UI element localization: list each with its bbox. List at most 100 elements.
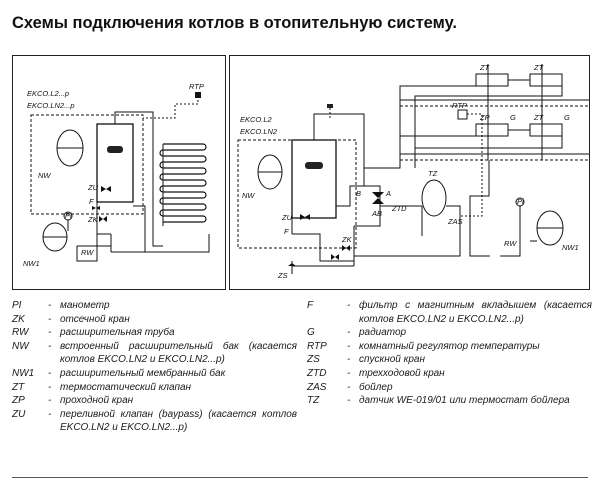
label-ztd: ZTD (391, 204, 407, 213)
filter-icon (92, 206, 100, 210)
legend-code: G (307, 327, 315, 339)
label-model-2: EKCO.LN2 (240, 127, 278, 136)
legend-item: ZK -отсечной кран (12, 313, 297, 327)
label-zk: ZK (87, 215, 99, 224)
legend-item: G -радиатор (307, 326, 592, 340)
diagram-right: EKCO.L2 EKCO.LN2 ZT ZT RTP ZP G ZT G NW … (237, 63, 589, 280)
radiator-coil (159, 143, 207, 223)
legend-description: комнатный регулятор температуры (359, 340, 540, 352)
page-title: Схемы подключения котлов в отопительную … (12, 14, 457, 32)
diagram-right-panel: EKCO.L2 EKCO.LN2 ZT ZT RTP ZP G ZT G NW … (229, 55, 590, 290)
legend-dash: - (48, 395, 52, 407)
legend-dash: - (48, 327, 52, 339)
legend-code: TZ (307, 395, 320, 407)
zs-valve-icon (288, 263, 296, 266)
legend-description: фильтр с магнитным вкладышем (касается к… (359, 300, 592, 325)
three-way-valve-icon (372, 192, 384, 204)
legend-code: RW (12, 327, 29, 339)
legend-dash: - (347, 381, 351, 393)
zk-valve-icon (99, 216, 107, 222)
legend-description: датчик WE-019/01 или термостат бойлера (359, 395, 570, 407)
legend-item: ZAS-бойлер (307, 381, 592, 395)
boiler-body (291, 139, 337, 219)
legend-code: NW (12, 340, 29, 352)
legend-item: ZP -проходной кран (12, 394, 297, 408)
label-rtp: RTP (189, 82, 204, 91)
legend-description: отсечной кран (60, 313, 130, 325)
legend-code: ZS (307, 354, 320, 366)
legend-item: RTP -комнатный регулятор температуры (307, 340, 592, 354)
legend-code: ZT (12, 381, 25, 393)
legend-item: ZT -термостатический клапан (12, 381, 297, 395)
label-zk: ZK (341, 235, 353, 244)
label-model-2: EKCO.LN2...p (27, 101, 75, 110)
label-f: F (284, 227, 289, 236)
legend-description: расширительный мембранный бак (60, 367, 226, 379)
legend-item: NW1-расширительный мембранный бак (12, 367, 297, 381)
legend-item: PI -манометр (12, 299, 297, 313)
label-rw: RW (81, 248, 94, 257)
legend-code: RTP (307, 340, 327, 352)
bottom-divider (12, 477, 588, 478)
legend-description: радиатор (359, 327, 407, 339)
legend-dash: - (347, 367, 351, 379)
legend-dash: - (48, 367, 52, 379)
label-ab: AB (371, 209, 382, 218)
label-b: B (356, 189, 361, 198)
legend-code: ZU (12, 408, 26, 420)
legend-item: F-фильтр с магнитным вкладышем (касается… (307, 299, 592, 326)
diagram-left: EKCO.L2...p EKCO.LN2...p RTP NW ZU F ZK … (23, 82, 210, 268)
label-rtp: RTP (452, 101, 467, 110)
boiler-logo (107, 146, 123, 153)
label-nw: NW (242, 191, 255, 200)
label-pi: Pi (517, 197, 524, 206)
legend-dash: - (48, 340, 52, 352)
zk-valve-icon-2 (331, 254, 339, 260)
label-zu: ZU (281, 213, 293, 222)
zu-valve-icon (101, 186, 111, 192)
legend-description: манометр (60, 300, 110, 311)
legend-code: PI (12, 300, 22, 311)
legend-dash: - (48, 300, 52, 311)
legend-description: расширительная труба (60, 327, 175, 339)
label-g-b: G (564, 113, 570, 122)
boiler-area-dashed (237, 139, 357, 249)
legend-dash: - (347, 395, 351, 407)
radiator-top-2 (529, 73, 563, 87)
label-g-a: G (510, 113, 516, 122)
legend-item: RW -расширительная труба (12, 326, 297, 340)
zk-valve-icon (342, 245, 350, 251)
legend-dash: - (48, 408, 52, 420)
diagram-left-panel: EKCO.L2...p EKCO.LN2...p RTP NW ZU F ZK … (12, 55, 226, 290)
label-rw: RW (504, 239, 517, 248)
legend-item: TZ -датчик WE-019/01 или термостат бойлер… (307, 394, 592, 408)
label-model-1: EKCO.L2...p (27, 89, 69, 98)
rtp-box (457, 109, 468, 120)
legend-code: ZP (12, 395, 25, 407)
legend-description: трехходовой кран (359, 367, 445, 379)
label-model-1: EKCO.L2 (240, 115, 273, 124)
legend-dash: - (48, 313, 52, 325)
label-zas: ZAS (447, 217, 463, 226)
legend-code: ZTD (307, 367, 327, 379)
legend-dash: - (347, 354, 351, 366)
boiler-area-dashed (30, 114, 144, 215)
label-a: A (385, 189, 391, 198)
rtp-icon (195, 92, 201, 98)
legend-dash: - (347, 340, 351, 352)
label-zu: ZU (87, 183, 99, 192)
legend-description: термостатический клапан (60, 381, 192, 393)
legend-code: ZK (12, 313, 25, 325)
legend-item: ZS -спускной кран (307, 353, 592, 367)
legend-description: спускной кран (359, 354, 425, 366)
legend-description: проходной кран (60, 395, 134, 407)
label-nw1: NW1 (23, 259, 40, 268)
zas-boiler-tank (421, 179, 447, 217)
legend-dash: - (347, 327, 351, 339)
label-zt-b: ZT (533, 63, 545, 72)
radiator-mid-1 (475, 123, 509, 137)
legend-right: F-фильтр с магнитным вкладышем (касается… (307, 299, 592, 408)
legend-dash: - (347, 300, 351, 311)
boiler-logo (305, 162, 323, 169)
legend-dash: - (48, 381, 52, 393)
